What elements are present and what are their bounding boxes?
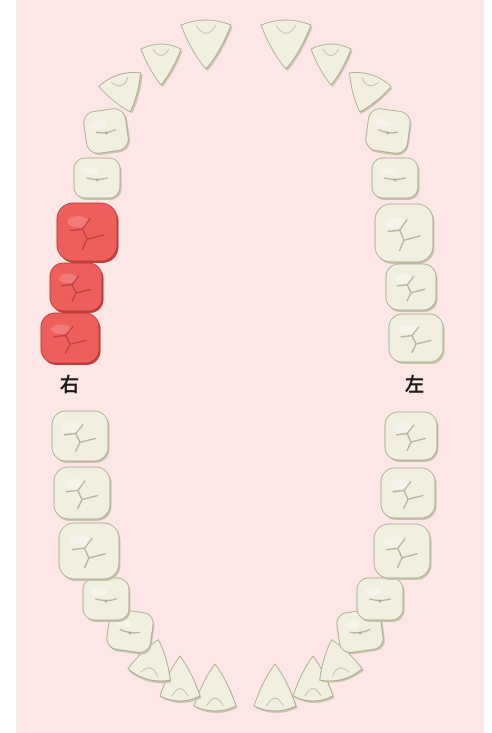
tooth-upper-left-2[interactable]: [311, 44, 353, 87]
tooth-lower-right-8[interactable]: [52, 411, 110, 463]
tooth-upper-left-1[interactable]: [261, 20, 313, 71]
tooth-lower-right-6[interactable]: [59, 523, 121, 581]
tooth-upper-left-7[interactable]: [386, 264, 438, 312]
tooth-upper-right-2[interactable]: [141, 44, 183, 87]
tooth-upper-left-6[interactable]: [375, 204, 435, 264]
tooth-lower-right-7[interactable]: [54, 467, 112, 521]
tooth-upper-right-4[interactable]: [82, 107, 131, 157]
tooth-lower-right-5[interactable]: [83, 578, 131, 622]
tooth-upper-left-8[interactable]: [389, 314, 445, 364]
tooth-lower-right-1[interactable]: [194, 664, 238, 713]
tooth-lower-left-7[interactable]: [381, 468, 437, 520]
tooth-upper-left-5[interactable]: [372, 158, 420, 200]
tooth-lower-left-8[interactable]: [385, 412, 439, 462]
tooth-upper-right-5[interactable]: [74, 158, 122, 200]
tooth-lower-left-6[interactable]: [374, 524, 432, 580]
tooth-upper-left-4[interactable]: [364, 107, 413, 157]
tooth-upper-right-1[interactable]: [181, 20, 233, 71]
tooth-upper-right-8[interactable]: [41, 313, 101, 365]
left-side-label: 左: [405, 376, 424, 395]
tooth-lower-left-5[interactable]: [357, 578, 405, 622]
right-side-label: 右: [60, 376, 79, 395]
tooth-upper-right-7[interactable]: [50, 263, 104, 313]
tooth-lower-left-1[interactable]: [254, 664, 298, 713]
tooth-upper-right-6[interactable]: [57, 203, 119, 263]
